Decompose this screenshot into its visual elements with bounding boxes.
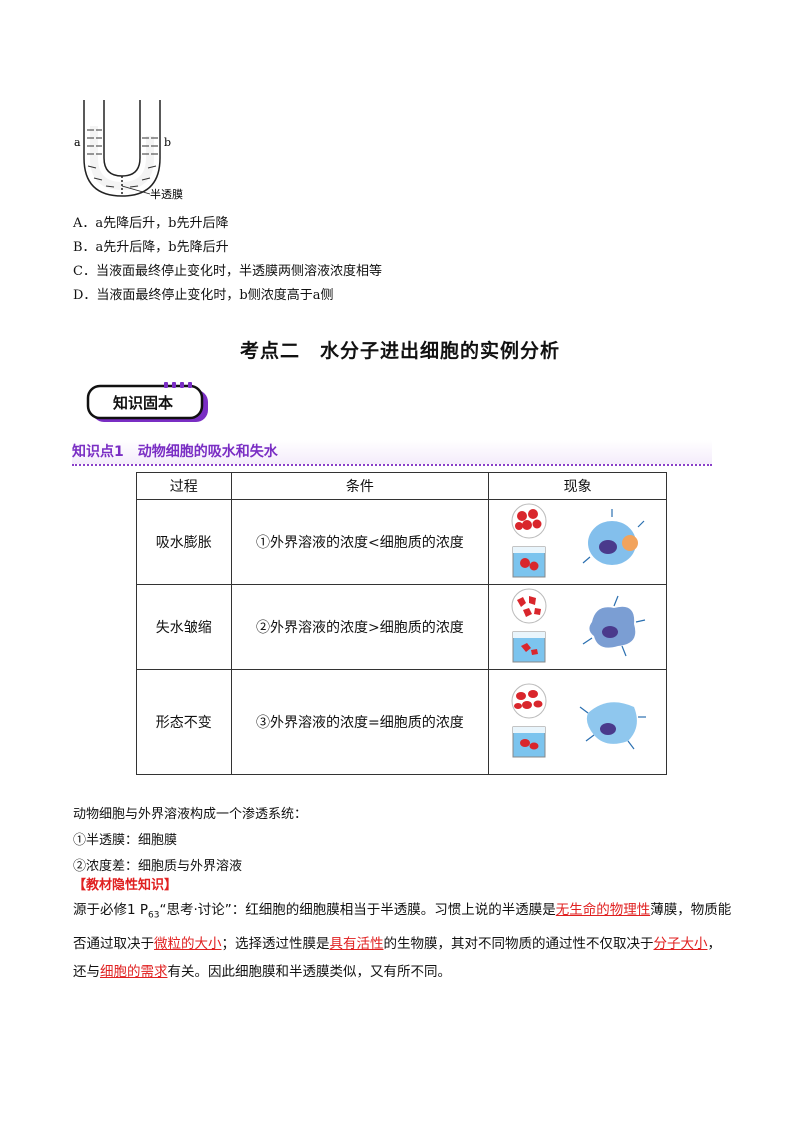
page-subscript: 63 <box>148 910 160 921</box>
process-cell: 形态不变 <box>136 669 232 775</box>
para-text: “思考·讨论”：红细胞的细胞膜相当于半透膜。习惯上说的半透膜是 <box>159 902 556 918</box>
para-text: ，还与 <box>73 935 721 980</box>
highlight-text: 具有活性 <box>329 935 384 952</box>
option-a: A．a先降后升，b先升后降 <box>73 216 229 231</box>
highlight-text: 无生命的物理性 <box>555 902 651 918</box>
answer-options: A．a先降后升，b先升后降 B．a先升后降，b先降后升 C．当液面最终停止变化时… <box>73 212 382 308</box>
highlight-text: 分子大小 <box>653 935 708 952</box>
hidden-knowledge-title: 【教材隐性知识】 <box>73 878 178 893</box>
option-b: B．a先升后降，b先降后升 <box>73 240 229 255</box>
para-text: 薄膜，物质能否通过取决于 <box>73 902 732 952</box>
osmosis-table: 过程 条件 现象 吸水膨胀 ①外界溶液的浓度<细胞质的浓度 失水皱缩 ②外界溶液… <box>136 472 667 775</box>
header-condition: 条件 <box>230 472 490 500</box>
option-c: C．当液面最终停止变化时，半透膜两侧溶液浓度相等 <box>73 264 382 279</box>
note-line: 动物细胞与外界溶液构成一个渗透系统： <box>73 807 308 822</box>
header-phenomenon: 现象 <box>488 472 667 500</box>
header-process: 过程 <box>136 472 232 500</box>
para-text: 有关。因此细胞膜和半透膜类似，又有所不同。 <box>167 963 452 980</box>
para-text: 的生物膜，其对不同物质的通过性不仅取决于 <box>383 935 654 952</box>
table-row: 形态不变 ③外界溶液的浓度=细胞质的浓度 <box>136 669 667 775</box>
badge-label: 知识固本 <box>113 394 173 412</box>
osmosis-notes: 动物细胞与外界溶液构成一个渗透系统： ①半透膜：细胞膜 ②浓度差：细胞质与外界溶… <box>73 802 307 880</box>
condition-cell: ③外界溶液的浓度=细胞质的浓度 <box>230 669 490 775</box>
section-title: 考点二 水分子进出细胞的实例分析 <box>239 340 560 362</box>
table-row: 吸水膨胀 ①外界溶液的浓度<细胞质的浓度 <box>136 499 667 585</box>
note-line: ②浓度差：细胞质与外界溶液 <box>73 859 243 874</box>
condition-cell: ②外界溶液的浓度>细胞质的浓度 <box>230 584 490 670</box>
swollen-cell-image <box>582 509 645 565</box>
u-tube-diagram: a b 半透膜 <box>74 100 183 201</box>
shrunken-rbc-beaker-image <box>511 588 547 663</box>
table-row: 失水皱缩 ②外界溶液的浓度>细胞质的浓度 <box>136 584 667 670</box>
para-text: 源于必修1 P <box>73 902 149 918</box>
knowledge-point-header: 知识点1 动物细胞的吸水和失水 <box>72 440 712 466</box>
normal-rbc-beaker-image <box>511 683 547 758</box>
note-line: ①半透膜：细胞膜 <box>73 833 178 848</box>
label-a: a <box>74 136 81 149</box>
normal-cell-image <box>579 702 647 750</box>
process-cell: 吸水膨胀 <box>136 499 232 585</box>
highlight-text: 微粒的大小 <box>154 935 222 952</box>
option-d: D．当液面最终停止变化时，b侧浓度高于a侧 <box>73 288 334 303</box>
swollen-rbc-beaker-image <box>511 503 547 578</box>
membrane-label: 半透膜 <box>150 187 183 201</box>
label-b: b <box>164 136 171 149</box>
shrunken-cell-image <box>582 595 646 657</box>
highlight-text: 细胞的需求 <box>100 963 168 980</box>
para-text: ；选择透过性膜是 <box>221 935 330 952</box>
process-cell: 失水皱缩 <box>136 584 232 670</box>
hidden-knowledge-paragraph: 源于必修1 P63“思考·讨论”：红细胞的细胞膜相当于半透膜。习惯上说的半透膜是… <box>73 896 733 986</box>
condition-cell: ①外界溶液的浓度<细胞质的浓度 <box>230 499 490 585</box>
knowledge-badge: 知识固本 <box>86 382 208 422</box>
